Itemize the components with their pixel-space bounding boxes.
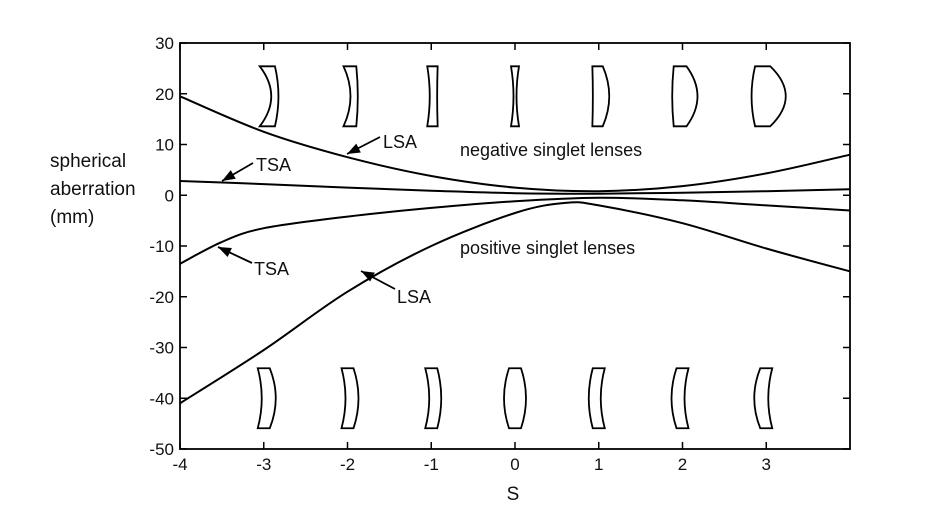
negative-lens-shape — [257, 65, 280, 128]
x-tick-label: 3 — [762, 455, 771, 474]
positive-lens-shape — [753, 367, 774, 430]
negative-lens-shape — [342, 65, 359, 128]
curves — [179, 95, 851, 405]
y-axis-ticks: 30 20 10 0 -10 -20 -30 -40 -50 — [149, 34, 850, 459]
negative-lens-shape — [426, 65, 439, 128]
y-axis-label-line-2: aberration — [50, 179, 136, 200]
positive-lenses-label: positive singlet lenses — [460, 238, 635, 258]
arrow-tsa-positive-head — [218, 247, 232, 258]
y-tick-label: 30 — [155, 34, 174, 53]
curve-negative-lsa — [179, 95, 851, 193]
y-tick-label: -10 — [149, 237, 174, 256]
x-tick-label: -1 — [424, 455, 439, 474]
x-axis-ticks: -4 -3 -2 -1 0 1 2 3 — [172, 43, 771, 474]
curve-positive-tsa — [179, 196, 851, 265]
annotation-tsa-negative: TSA — [256, 155, 291, 175]
negative-lens-shape — [750, 65, 787, 128]
positive-lens-shape — [340, 367, 360, 430]
annotation-lsa-negative: LSA — [383, 132, 417, 152]
x-tick-label: -4 — [172, 455, 187, 474]
annotation-arrows — [217, 136, 396, 290]
y-tick-label: -40 — [149, 389, 174, 408]
y-tick-label: 10 — [155, 136, 174, 155]
y-tick-label: -30 — [149, 339, 174, 358]
negative-lens-shape — [509, 65, 521, 128]
arrow-tsa-negative-head — [222, 170, 236, 181]
arrow-lsa-negative-head — [347, 143, 361, 154]
y-tick-label: 0 — [165, 186, 174, 205]
y-axis-label-line-1: spherical — [50, 151, 126, 172]
negative-lenses-label: negative singlet lenses — [460, 140, 642, 160]
x-tick-label: 2 — [678, 455, 687, 474]
positive-lens-shape — [503, 367, 527, 430]
x-tick-label: -2 — [340, 455, 355, 474]
positive-lens-shape — [256, 367, 277, 430]
x-axis-label: S — [507, 484, 520, 505]
positive-lens-row — [256, 367, 774, 430]
curve-negative-tsa — [179, 180, 851, 195]
curve-positive-lsa — [179, 201, 851, 405]
y-tick-label: -50 — [149, 440, 174, 459]
arrow-lsa-positive-head — [361, 271, 375, 282]
y-tick-label: 20 — [155, 85, 174, 104]
x-tick-label: -3 — [256, 455, 271, 474]
positive-lens-shape — [670, 367, 690, 430]
x-tick-label: 0 — [510, 455, 519, 474]
x-tick-label: 1 — [594, 455, 603, 474]
positive-lens-shape — [587, 367, 606, 430]
y-axis-label-line-3: (mm) — [50, 207, 94, 228]
y-tick-label: -20 — [149, 288, 174, 307]
negative-lens-shape — [591, 65, 611, 128]
negative-lens-shape — [671, 65, 699, 128]
annotation-tsa-positive: TSA — [254, 259, 289, 279]
annotation-lsa-positive: LSA — [397, 287, 431, 307]
positive-lens-shape — [424, 367, 443, 430]
negative-lens-row — [257, 65, 787, 128]
